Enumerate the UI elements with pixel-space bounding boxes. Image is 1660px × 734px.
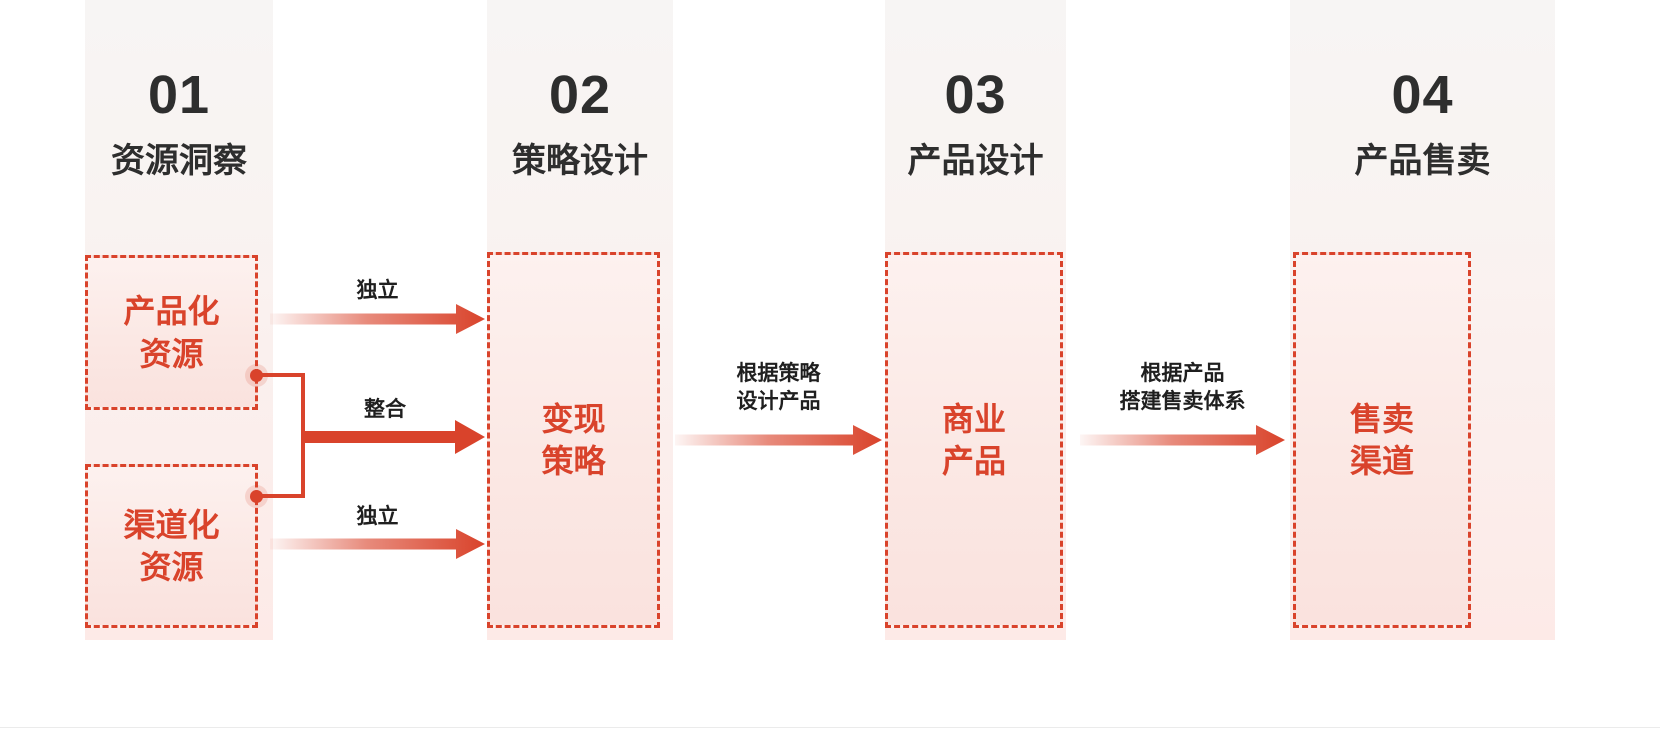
node-sales-channel[interactable]: 售卖 渠道 (1293, 252, 1471, 628)
arrow-independent-top (270, 303, 485, 335)
node-productized-resource[interactable]: 产品化 资源 (85, 255, 258, 410)
footer-divider (0, 727, 1660, 728)
step-title: 策略设计 (512, 142, 648, 180)
arrow-label-independent-top: 独立 (356, 279, 399, 302)
connector-dot-channel (250, 490, 263, 503)
node-monetization-strategy[interactable]: 变现 策略 (487, 252, 660, 628)
step-number: 01 (147, 65, 211, 125)
step-header-03: 03 产品设计 (885, 68, 1066, 178)
arrow-product-to-sales (1080, 424, 1285, 456)
arrow-label-independent-bottom: 独立 (356, 505, 399, 528)
node-label: 售卖 渠道 (1349, 400, 1414, 479)
connector-dot-productized (250, 369, 263, 382)
bracket-stub-bottom (257, 494, 305, 498)
step-header-04: 04 产品售卖 (1290, 68, 1555, 178)
arrow-label-product-to-sales: 根据产品 搭建售卖体系 (1119, 362, 1246, 413)
node-label: 产品化 资源 (123, 293, 220, 372)
step-title: 资源洞察 (111, 142, 247, 180)
arrow-independent-bottom (270, 528, 485, 560)
step-header-02: 02 策略设计 (487, 68, 673, 178)
node-label: 商业 产品 (941, 400, 1006, 479)
node-commercial-product[interactable]: 商业 产品 (885, 252, 1063, 628)
arrow-integrated-middle (303, 420, 485, 454)
step-title: 产品设计 (907, 142, 1044, 180)
step-number: 03 (944, 65, 1007, 125)
step-number: 04 (1391, 65, 1454, 125)
step-title: 产品售卖 (1354, 142, 1491, 180)
node-channel-resource[interactable]: 渠道化 资源 (85, 464, 258, 628)
step-number: 02 (548, 65, 612, 125)
step-header-01: 01 资源洞察 (85, 68, 273, 178)
arrow-label-integrated-middle: 整合 (364, 398, 406, 421)
node-label: 渠道化 资源 (123, 506, 220, 585)
arrow-label-strategy-to-product: 根据策略 设计产品 (736, 362, 821, 413)
arrow-strategy-to-product (675, 424, 882, 456)
node-label: 变现 策略 (541, 400, 606, 479)
bracket-stub-top (257, 373, 305, 377)
